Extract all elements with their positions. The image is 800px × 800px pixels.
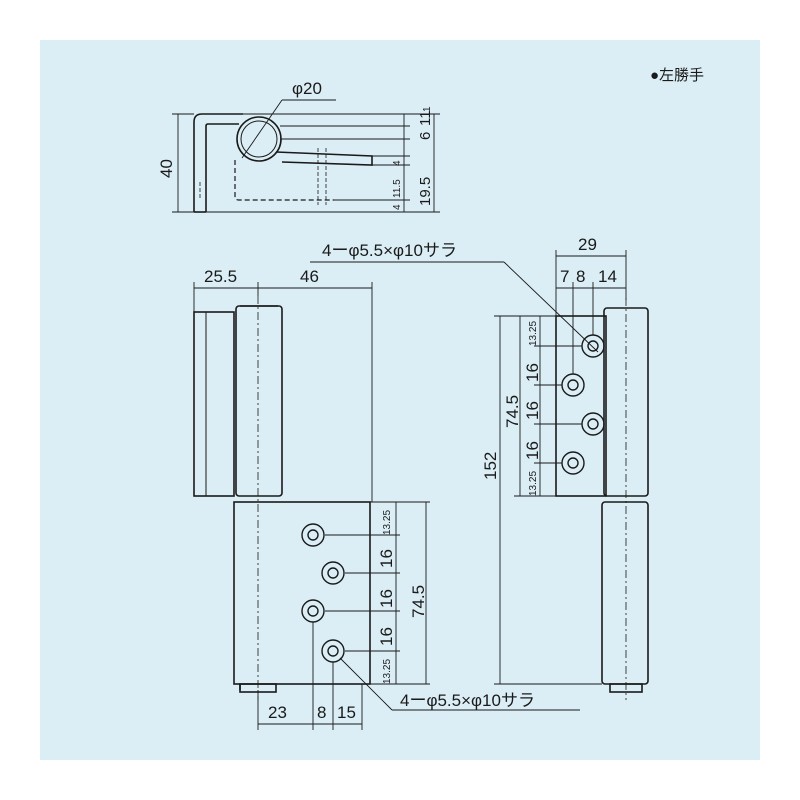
side-dimensions [310, 250, 627, 685]
top-dim-11: 11 [417, 110, 434, 126]
top-dim-19-5: 19.5 [417, 177, 434, 206]
side-holes [561, 334, 605, 475]
drawing-panel [40, 40, 760, 760]
front-width-left: 25.5 [204, 267, 237, 286]
side-sub-8: 8 [576, 267, 585, 286]
side-height: 152 [481, 452, 500, 480]
top-dim-4a: 4 [392, 160, 403, 166]
top-dim-11-5: 11.5 [392, 179, 403, 198]
front-spacing-4: 16 [377, 627, 396, 646]
top-dim-4b: 4 [392, 204, 403, 210]
front-holes [301, 523, 345, 663]
front-bottom-23: 23 [268, 703, 287, 722]
legend-label: ●左勝手 [650, 67, 704, 84]
front-spacing-3: 16 [377, 589, 396, 608]
top-view [193, 113, 373, 213]
side-sub-14: 14 [598, 267, 617, 286]
side-hole-note: 4ーφ5.5×φ10サラ [322, 241, 457, 260]
top-height-label: 40 [157, 159, 176, 178]
side-spacing-4: 16 [523, 441, 542, 460]
top-dim-1: 1 [422, 106, 433, 112]
side-spacing-3: 16 [523, 401, 542, 420]
front-spacing-2: 16 [377, 549, 396, 568]
side-spacing-2: 16 [523, 363, 542, 382]
side-spacing-1: 13.25 [528, 321, 539, 346]
front-dimensions [193, 282, 580, 730]
front-spacing-labels: 13.25 16 16 16 13.25 74.5 [377, 510, 428, 684]
side-sub-7: 7 [560, 267, 569, 286]
front-hole-note: 4ーφ5.5×φ10サラ [400, 691, 535, 710]
side-spacing-labels: 13.25 16 16 16 13.25 74.5 152 [481, 321, 542, 496]
front-view [193, 296, 371, 700]
front-bottom-15: 15 [337, 703, 356, 722]
front-spacing-5: 13.25 [382, 659, 393, 684]
top-right-dims: 6 11 1 19.5 11.5 4 4 [392, 106, 434, 210]
side-width: 29 [578, 235, 597, 254]
side-total: 74.5 [503, 395, 522, 428]
front-total: 74.5 [409, 585, 428, 618]
side-view [555, 298, 649, 700]
side-spacing-5: 13.25 [528, 471, 539, 496]
front-bottom-8: 8 [317, 703, 326, 722]
front-spacing-1: 13.25 [382, 510, 393, 535]
top-diameter-label: φ20 [292, 79, 322, 98]
top-dim-6: 6 [417, 132, 434, 140]
front-width-right: 46 [300, 267, 319, 286]
top-view-dimensions [172, 99, 440, 213]
